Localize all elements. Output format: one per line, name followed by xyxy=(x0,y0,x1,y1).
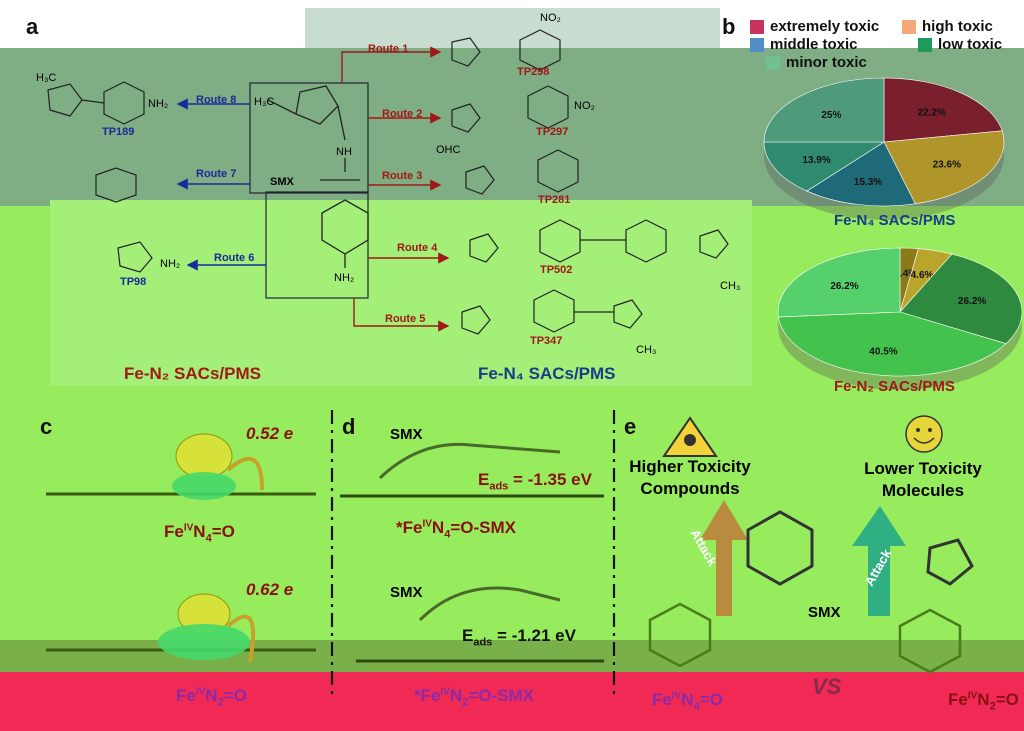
e-right-bottom: FeIVN2=O xyxy=(948,690,1019,713)
bg-top-teal-strip xyxy=(305,8,720,48)
legend-label-middle-toxic: middle toxic xyxy=(770,36,858,53)
legend-swatch-low-toxic xyxy=(918,37,932,52)
legend-swatch-minor-toxic xyxy=(766,55,780,70)
d-top-energy: Eads = -1.35 eV xyxy=(478,470,592,492)
d-top-e: E xyxy=(478,470,490,489)
d-bottom-e: E xyxy=(462,626,474,645)
legend-label-high-toxic: high toxic xyxy=(922,18,993,35)
e-lower-line1: Lower Toxicity xyxy=(864,459,982,478)
legend-label-minor-toxic: minor toxic xyxy=(786,54,867,71)
e-smx: SMX xyxy=(808,604,841,621)
atom-no2-tp298: NO₂ xyxy=(540,12,561,24)
d-bottom-energy: Eads = -1.21 eV xyxy=(462,626,576,648)
tp347-label: TP347 xyxy=(530,335,563,347)
legend-swatch-middle-toxic xyxy=(750,37,764,52)
d-bottom-ads: ads xyxy=(473,636,493,649)
charge-bottom: 0.62 e xyxy=(246,580,294,599)
e-higher-toxicity: Higher Toxicity Compounds xyxy=(618,456,762,500)
atom-h3c-tp189: H₃C xyxy=(36,72,57,84)
route-4-label: Route 4 xyxy=(397,242,438,254)
atom-h3c-smx: H₃C xyxy=(254,96,275,108)
bg-bottom-red xyxy=(0,672,1024,731)
smx-label: SMX xyxy=(270,176,294,188)
legend-low-toxic: low toxic xyxy=(918,36,1002,53)
d-top-value: = -1.35 eV xyxy=(513,470,592,489)
label-fe-n4-o: FeIVN4=O xyxy=(164,522,235,545)
legend-middle-toxic: middle toxic xyxy=(750,36,858,53)
d-top-label: *FeIVN4=O-SMX xyxy=(396,518,516,541)
panel-label-c: c xyxy=(40,414,53,439)
panel-label-a: a xyxy=(26,14,39,39)
charge-top: 0.52 e xyxy=(246,424,294,443)
tp298-label: TP298 xyxy=(517,66,550,78)
legend-label-low-toxic: low toxic xyxy=(938,36,1003,53)
atom-nh2-tp189: NH₂ xyxy=(148,98,169,110)
route-6-label: Route 6 xyxy=(214,252,255,264)
caption-pie-fe-n4: Fe-N₄ SACs/PMS xyxy=(834,212,956,229)
caption-pie-fe-n2: Fe-N₂ SACs/PMS xyxy=(834,378,955,395)
d-bottom-smx: SMX xyxy=(390,584,423,601)
caption-fe-n4-scheme: Fe-N₄ SACs/PMS xyxy=(478,364,616,383)
legend-label-extremely-toxic: extremely toxic xyxy=(770,18,880,35)
legend-high-toxic: high toxic xyxy=(902,18,993,35)
atom-nh2-tp98: NH₂ xyxy=(160,258,181,270)
d-top-smx: SMX xyxy=(390,426,423,443)
d-top-ads: ads xyxy=(489,480,509,493)
label-fe-n2-o: FeIVN2=O xyxy=(176,686,247,709)
atom-nh2-smx: NH₂ xyxy=(334,272,355,284)
e-higher-line2: Compounds xyxy=(640,479,740,498)
route-7-label: Route 7 xyxy=(196,168,237,180)
route-3-label: Route 3 xyxy=(382,170,423,182)
panel-label-e: e xyxy=(624,414,637,439)
route-2-label: Route 2 xyxy=(382,108,423,120)
panel-label-d: d xyxy=(342,414,356,439)
route-8-label: Route 8 xyxy=(196,94,237,106)
d-bottom-label: *FeIVN2=O-SMX xyxy=(414,686,534,709)
panel-label-b: b xyxy=(722,14,736,39)
atom-nh-smx: NH xyxy=(336,146,352,158)
e-lower-line2: Molecules xyxy=(881,481,965,500)
atom-ohc-tp297: OHC xyxy=(436,144,461,156)
tp297-label: TP297 xyxy=(536,126,569,138)
legend-minor-toxic: minor toxic xyxy=(766,54,867,71)
tp98-label: TP98 xyxy=(120,276,147,288)
route-1-label: Route 1 xyxy=(368,43,409,55)
atom-ch3-tp347: CH₃ xyxy=(636,344,657,356)
bg-scheme-box xyxy=(50,200,752,386)
e-vs: VS xyxy=(812,674,842,699)
route-5-label: Route 5 xyxy=(385,313,426,325)
atom-no2-tp297: NO₂ xyxy=(574,100,595,112)
caption-fe-n2-scheme: Fe-N₂ SACs/PMS xyxy=(124,364,261,383)
legend-extremely-toxic: extremely toxic xyxy=(750,18,879,35)
tp189-label: TP189 xyxy=(102,126,135,138)
legend-swatch-extremely-toxic xyxy=(750,19,764,34)
e-higher-line1: Higher Toxicity xyxy=(629,457,751,476)
atom-ch3-tp502: CH₃ xyxy=(720,280,741,292)
e-left-bottom: FeIVN4=O xyxy=(652,690,723,713)
d-bottom-value: = -1.21 eV xyxy=(497,626,576,645)
bg-top-white-right xyxy=(735,0,1024,48)
e-lower-toxicity: Lower Toxicity Molecules xyxy=(850,458,996,502)
legend-swatch-high-toxic xyxy=(902,19,916,34)
tp502-label: TP502 xyxy=(540,264,573,276)
tp281-label: TP281 xyxy=(538,194,571,206)
